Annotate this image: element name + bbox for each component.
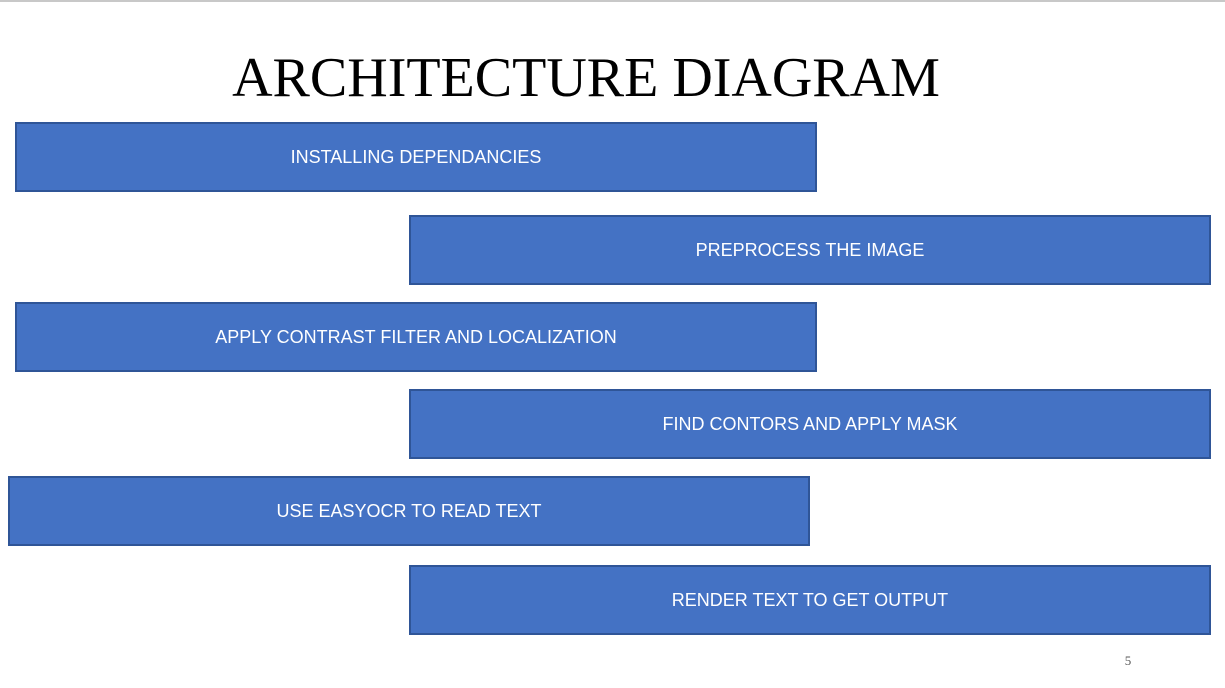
step-label: FIND CONTORS AND APPLY MASK [662, 413, 958, 434]
step-label: USE EASYOCR TO READ TEXT [276, 500, 542, 521]
top-divider [0, 0, 1225, 2]
step-box-render-output: RENDER TEXT TO GET OUTPUT [409, 565, 1211, 635]
step-box-find-contours: FIND CONTORS AND APPLY MASK [409, 389, 1211, 459]
page-number: 5 [1124, 653, 1132, 668]
slide-title: ARCHITECTURE DIAGRAM [232, 47, 940, 109]
step-label: RENDER TEXT TO GET OUTPUT [671, 589, 949, 610]
step-box-installing-dependancies: INSTALLING DEPENDANCIES [15, 122, 817, 192]
step-box-easyocr: USE EASYOCR TO READ TEXT [8, 476, 810, 546]
step-label: APPLY CONTRAST FILTER AND LOCALIZATION [215, 326, 617, 347]
step-box-contrast-filter: APPLY CONTRAST FILTER AND LOCALIZATION [15, 302, 817, 372]
step-label: INSTALLING DEPENDANCIES [290, 146, 542, 167]
step-box-preprocess-image: PREPROCESS THE IMAGE [409, 215, 1211, 285]
step-label: PREPROCESS THE IMAGE [695, 239, 925, 260]
